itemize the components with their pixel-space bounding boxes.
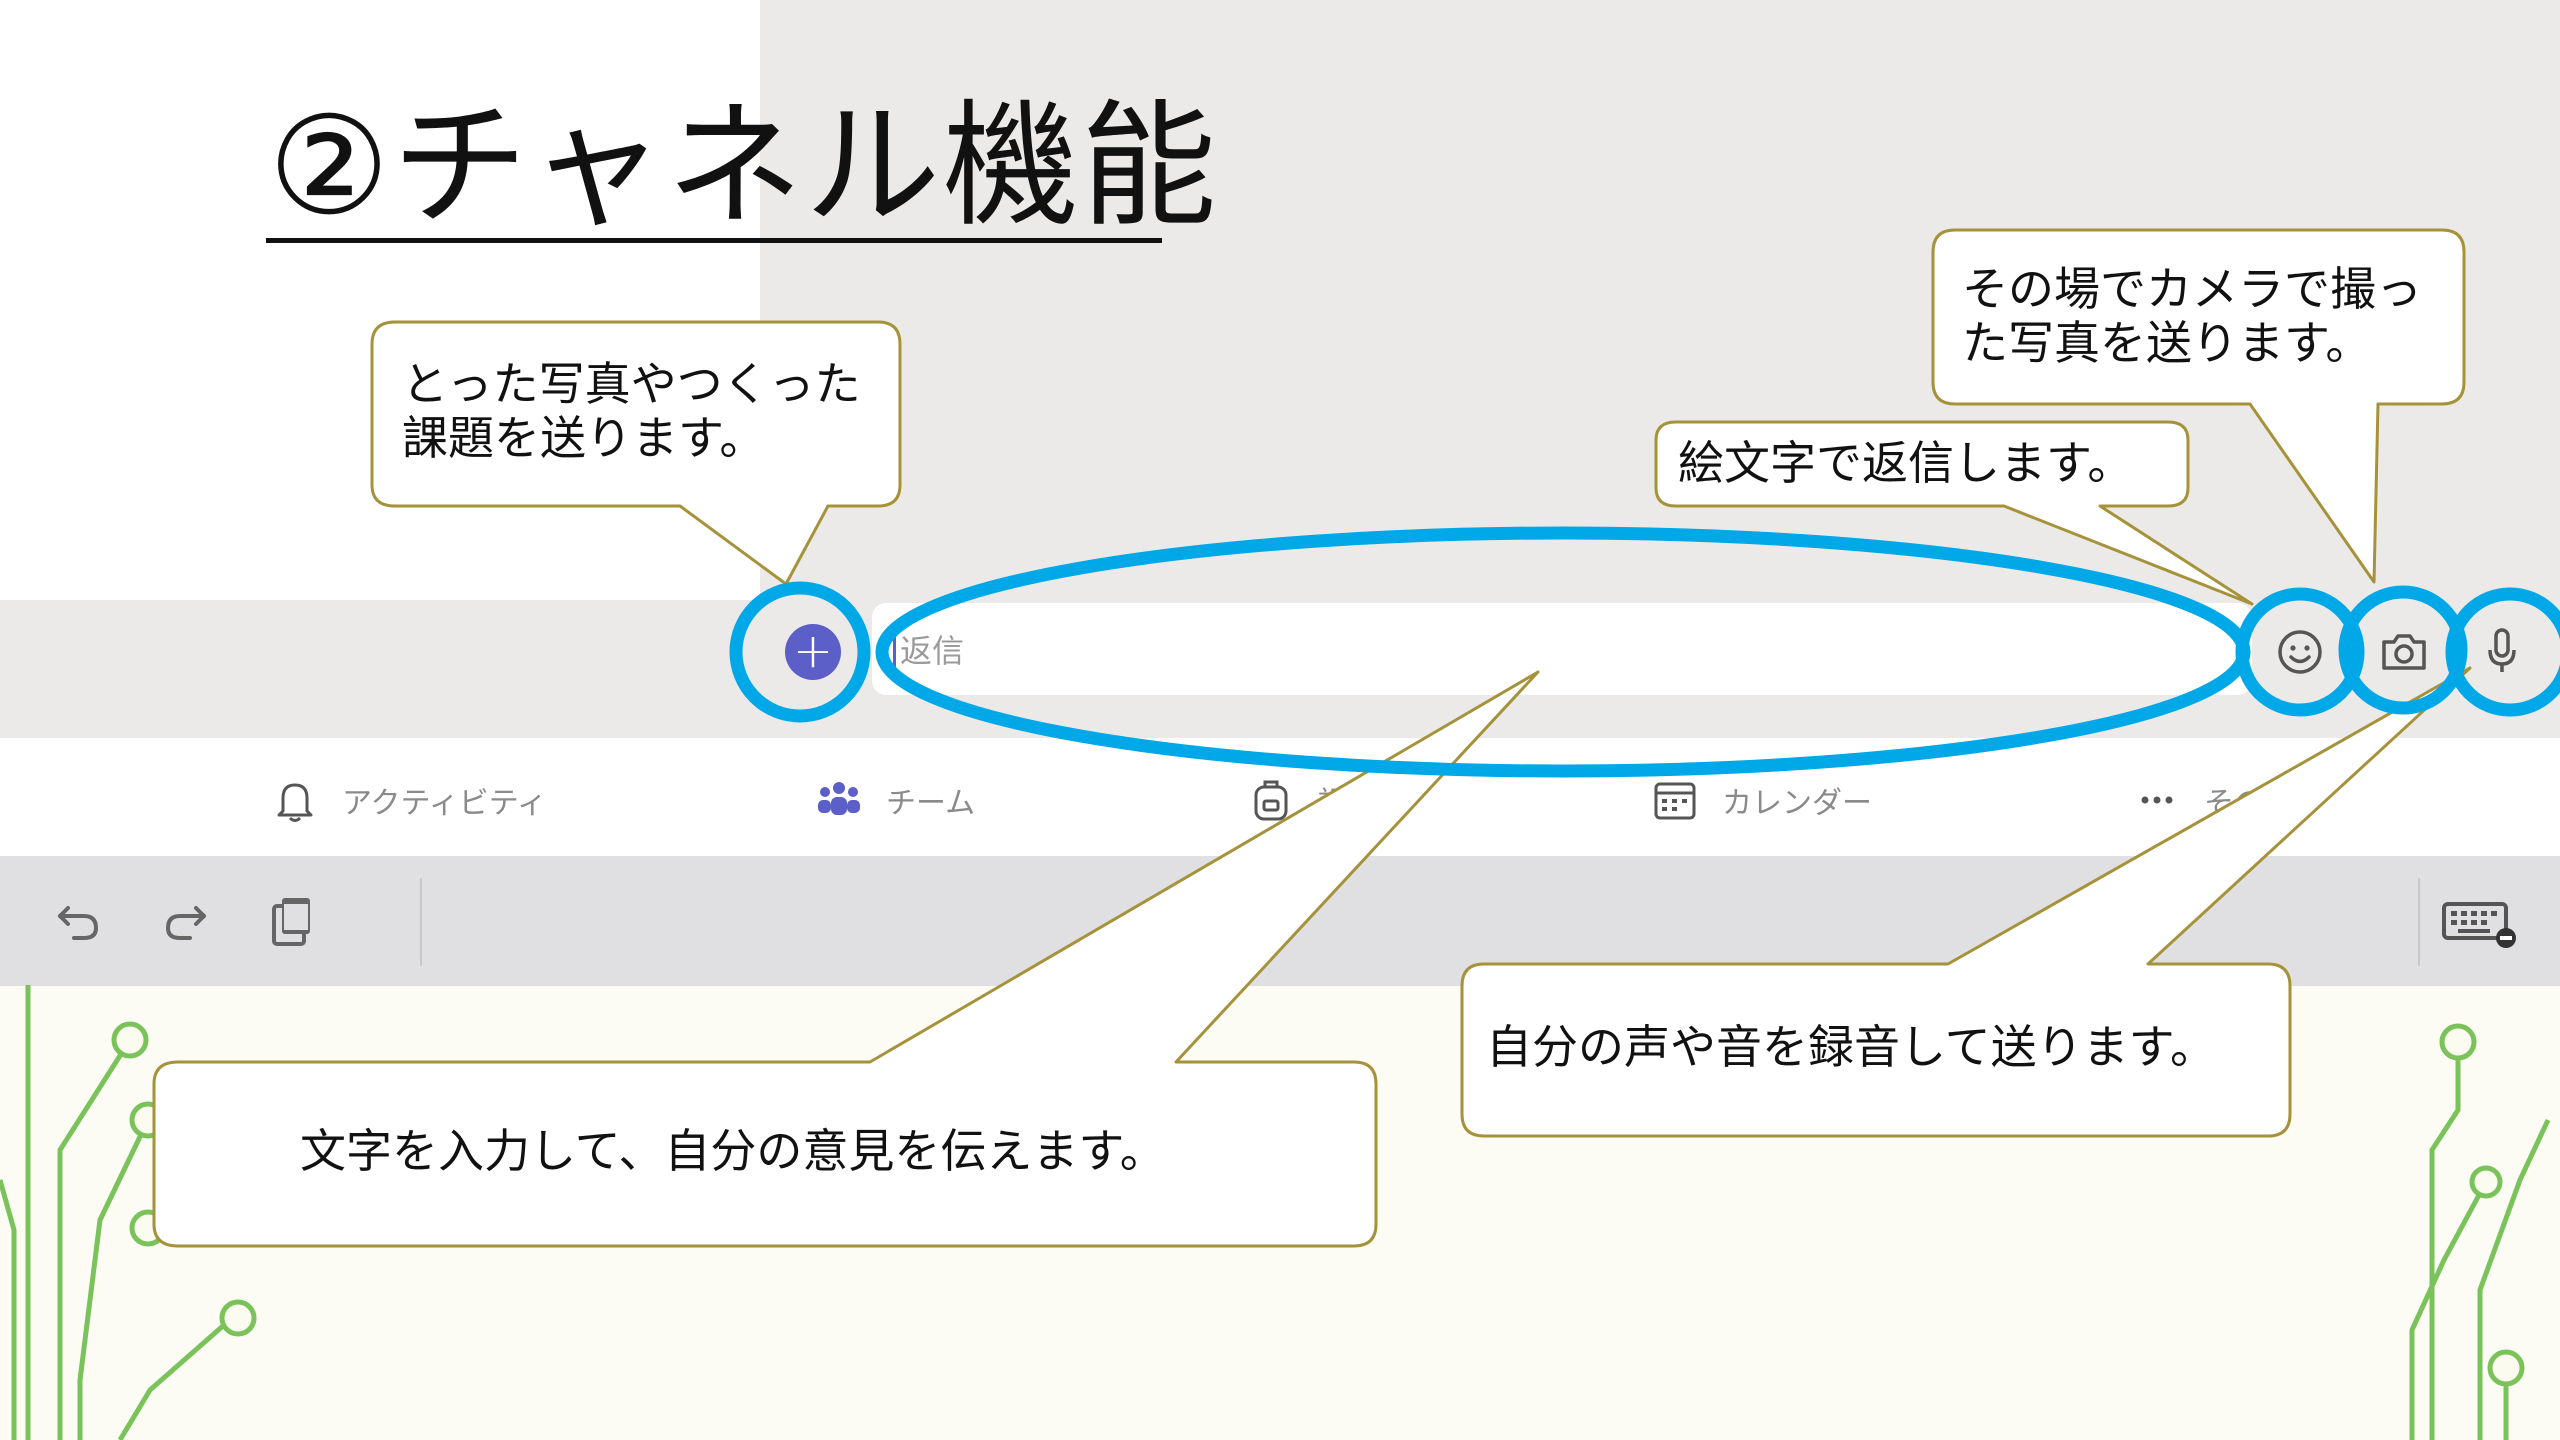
nav-label: その他	[2204, 786, 2294, 821]
callout-voice-text: 自分の声や音を録音して送ります。	[1486, 1020, 2217, 1074]
nav-item-teams[interactable]: チーム	[812, 772, 975, 828]
nav-item-more[interactable]: その他	[2130, 772, 2294, 828]
toolbar-divider	[420, 878, 422, 966]
redo-icon[interactable]	[154, 890, 216, 952]
callout-attach-text: とった写真やつくった 課題を送ります。	[402, 357, 861, 465]
smiley-icon[interactable]	[2264, 616, 2336, 688]
toolbar-divider	[2418, 878, 2420, 966]
callout-camera-text: その場でカメラで撮っ た写真を送ります。	[1962, 262, 2422, 370]
more-icon	[2141, 796, 2173, 804]
nav-item-assignments[interactable]: 課	[1244, 772, 1348, 828]
toolbar	[0, 856, 2560, 986]
microphone-icon[interactable]	[2466, 616, 2538, 688]
nav-item-calendar[interactable]: カレンダー	[1648, 772, 1872, 828]
text-caret	[893, 630, 896, 668]
calendar-icon	[1654, 782, 1696, 820]
nav-label: チーム	[886, 786, 976, 821]
callout-emoji-text: 絵文字で返信します。	[1678, 436, 2134, 490]
callout-text-text: 文字を入力して、自分の意見を伝えます。	[300, 1124, 1166, 1178]
nav-label: カレンダー	[1722, 786, 1872, 821]
keyboard-icon[interactable]	[2440, 890, 2520, 952]
camera-icon[interactable]	[2368, 616, 2440, 688]
reply-input[interactable]	[872, 603, 2252, 695]
clipboard-icon[interactable]	[260, 890, 322, 952]
nav-item-activity[interactable]: アクティビティ	[268, 772, 547, 828]
nav-label: 課	[1318, 786, 1348, 821]
reply-placeholder: 返信	[900, 632, 965, 670]
undo-icon[interactable]	[48, 890, 110, 952]
page-title: ②チャネル機能	[268, 88, 1219, 246]
team-icon	[818, 782, 860, 815]
nav-label: アクティビティ	[342, 786, 547, 821]
backpack-icon	[1254, 780, 1288, 821]
title-underline	[266, 238, 1162, 243]
plus-circle-icon[interactable]: +	[785, 624, 841, 680]
bell-icon	[277, 783, 313, 822]
